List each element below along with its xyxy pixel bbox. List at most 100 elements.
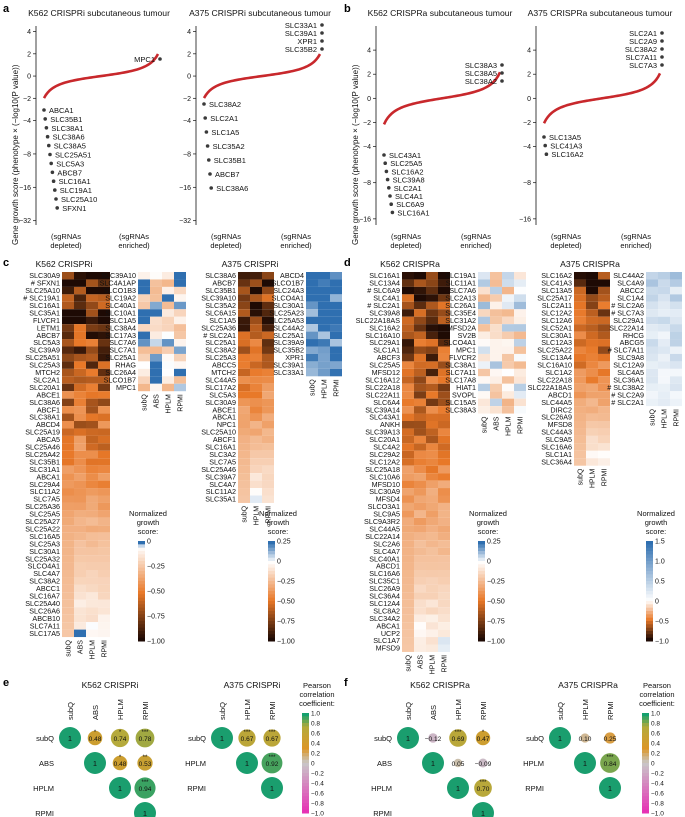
heatmap-cell (490, 353, 502, 362)
corr-legend-tick: −0.8 (651, 801, 664, 808)
heatmap-cell (162, 272, 174, 280)
heatmap-cell (262, 301, 274, 310)
corr-col-label: RPMI (606, 701, 615, 720)
heatmap-cell (402, 614, 414, 623)
heatmap-cell (262, 495, 274, 503)
heatmap-cell (438, 272, 450, 280)
corr-legend-swatch (302, 733, 309, 737)
heatmap-cell (150, 324, 162, 332)
corr-legend-swatch (642, 749, 649, 754)
heatmap-cell (86, 622, 98, 630)
corr-diagonal (59, 727, 81, 749)
heatmap-cell (646, 339, 658, 347)
corr-e2: A375 CRISPRisubQsubQHPLMHPLMRPMIRPMI1110… (185, 680, 283, 799)
gene-label: SLC2A9 (629, 37, 657, 46)
corr-legend-swatch (302, 803, 309, 807)
legend-tick: −0.50 (147, 589, 165, 596)
heatmap-cell (438, 465, 450, 474)
heatmap-row-label: SLC25A3 (29, 361, 60, 370)
gene-dot (208, 172, 212, 176)
heatmap-cell (98, 421, 110, 429)
heatmap-cell (174, 279, 186, 287)
corr-legend-swatch (302, 773, 309, 777)
heatmap-cell (426, 607, 438, 615)
heatmap-cell (438, 577, 450, 585)
legend-swatch (478, 574, 485, 579)
heatmap-cell (62, 376, 74, 384)
heatmap-cell (574, 294, 586, 302)
heatmap-cell (402, 510, 414, 518)
heatmap-row-label: # SFXN1 (31, 279, 60, 288)
heatmap-cell (426, 406, 438, 414)
legend-swatch (268, 561, 275, 565)
heatmap-col-label: subQ (142, 394, 149, 411)
gene-dot (660, 39, 664, 43)
heatmap-cell (62, 622, 74, 630)
gene-label: SLC16A2 (391, 167, 423, 176)
legend-swatch (646, 571, 653, 575)
corr-legend-swatch (302, 763, 309, 767)
heatmap-cell (514, 279, 526, 287)
legend-swatch (646, 547, 653, 552)
heatmap-cell (98, 309, 110, 317)
corr-significance: * (119, 755, 122, 761)
heatmap-cell (646, 361, 658, 369)
corr-title: A375 CRISPRa (558, 680, 618, 690)
heatmap-row-label: # SLC2A1 (611, 398, 644, 407)
corr-legend-swatch (302, 719, 309, 724)
heatmap-cell (402, 495, 414, 503)
heatmap-cell (414, 361, 426, 369)
heatmap-row-label: SVOPL (452, 390, 476, 399)
heatmap-cell (414, 339, 426, 347)
heatmap-cell (414, 435, 426, 444)
gene-label: SLC33A1 (285, 21, 317, 30)
heatmap-row-label: SLC25A17 (537, 294, 572, 303)
heatmap-row-label: HIAT1 (456, 383, 476, 392)
heatmap-row-label: SLC30A1 (273, 301, 304, 310)
heatmap-cell (502, 279, 514, 287)
heatmap-cell (658, 324, 670, 332)
corr-significance: *** (141, 780, 149, 786)
legend-title: growth (267, 518, 290, 527)
corr-legend-tick: −1.0 (651, 811, 664, 817)
y-tick-label: −16 (179, 185, 191, 192)
gene-label: SLC6A9 (396, 200, 424, 209)
heatmap-cell (586, 279, 598, 287)
heatmap-row-label: SLC16A10 (537, 361, 572, 370)
corr-significance: * (482, 730, 485, 736)
heatmap-row-label: SLC2A6 (373, 539, 400, 548)
heatmap-row-label: ABCA1 (376, 621, 400, 630)
corr-legend-swatch (642, 739, 649, 744)
heatmap-cell (306, 324, 318, 332)
heatmap-cell (426, 510, 438, 518)
corr-diagonal-label: 1 (245, 759, 249, 768)
heatmap-row-label: MFSD8 (548, 420, 572, 429)
heatmap-cell (478, 346, 490, 354)
legend-swatch (478, 571, 485, 575)
heatmap-row-label: SLC16A2 (369, 323, 400, 332)
heatmap-cell (586, 450, 598, 459)
corr-legend-swatch (302, 779, 309, 784)
heatmap-cell (86, 383, 98, 392)
corr-legend-tick: −0.8 (311, 801, 324, 808)
heatmap-cell (574, 301, 586, 310)
corr-value: −0.09 (475, 761, 492, 768)
x-label-enriched: (sgRNAs (119, 232, 149, 241)
heatmap-cell (438, 301, 450, 310)
heatmap-cell (138, 301, 150, 310)
heatmap-col-label: HPLM (662, 409, 669, 429)
heatmap-cell (598, 346, 610, 354)
heatmap-cell (574, 339, 586, 347)
heatmap-cell (262, 368, 274, 377)
heatmap-row-label: SLC7A11 (446, 368, 476, 377)
gene-label: SLC38A6 (216, 184, 248, 193)
corr-diagonal-label: 1 (143, 809, 147, 817)
heatmap-cell (402, 488, 414, 496)
heatmap-cell (414, 622, 426, 630)
legend-swatch (646, 564, 653, 569)
heatmap-cell (598, 458, 610, 466)
legend-tick: −0.75 (487, 619, 505, 626)
corr-cell (110, 728, 130, 748)
corr-legend-title: correlation (299, 690, 334, 699)
